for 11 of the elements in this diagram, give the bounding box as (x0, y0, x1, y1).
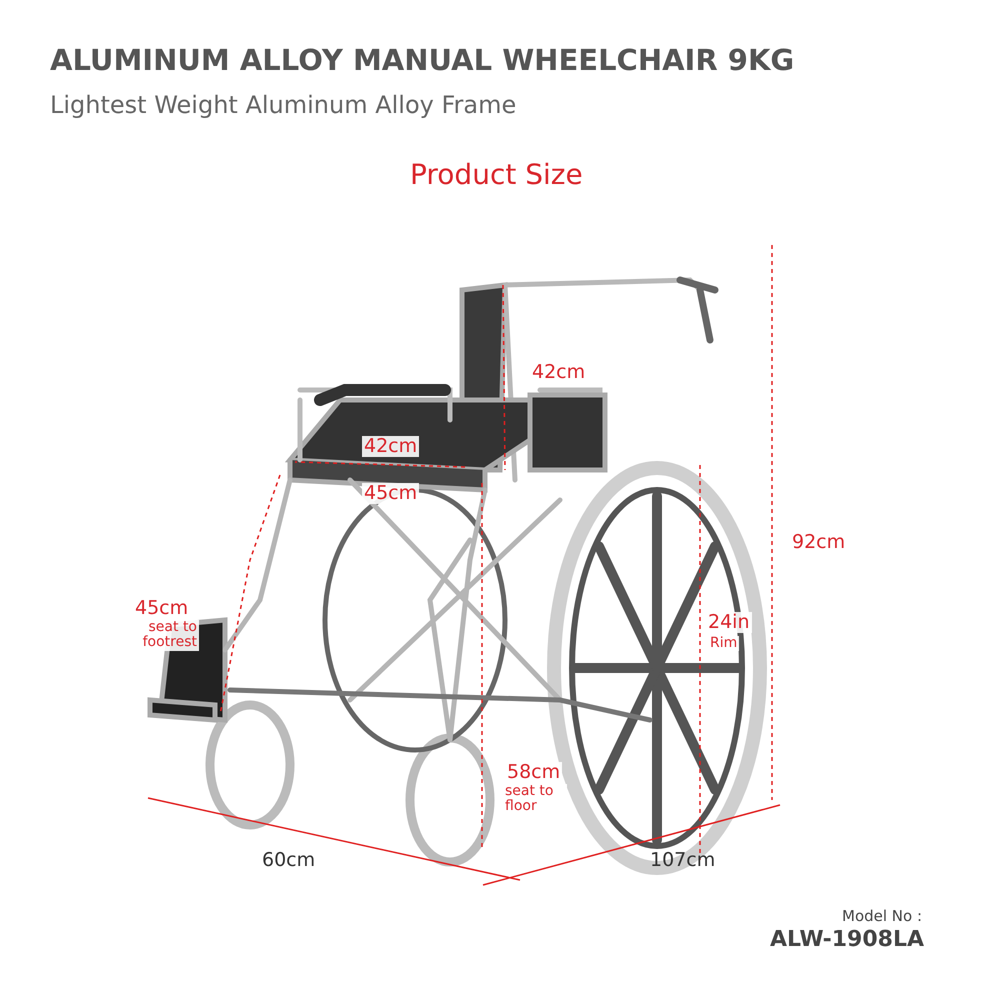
dimension-label: 60cm (262, 850, 316, 871)
dimension-note: Rim (708, 636, 740, 652)
title: ALUMINUM ALLOY MANUAL WHEELCHAIR 9KG (50, 45, 794, 77)
section-heading: Product Size (410, 160, 583, 191)
subtitle: Lightest Weight Aluminum Alloy Frame (50, 92, 516, 118)
model-number: ALW-1908LA (770, 928, 924, 952)
dimension-label: 24in (706, 612, 752, 633)
dimension-label: 45cm (362, 483, 420, 504)
model-caption: Model No : (842, 908, 922, 924)
dimension-label: 42cm (362, 436, 420, 457)
dimension-label: 107cm (650, 850, 716, 871)
